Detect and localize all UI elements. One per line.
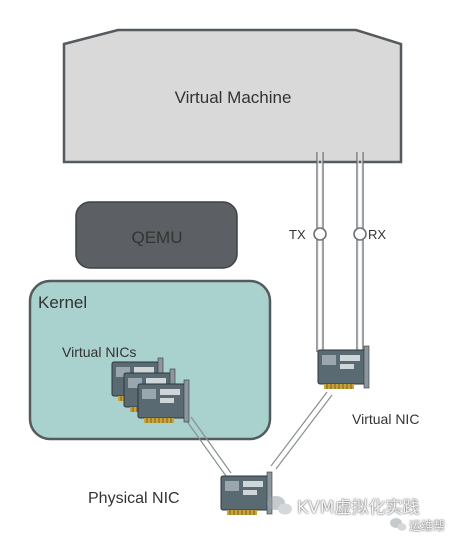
watermark-title: KVM虚拟化实践 (297, 498, 420, 518)
virtual-machine-box (62, 28, 403, 164)
kernel-to-physical-link (185, 416, 232, 477)
virtual-machine-label: Virtual Machine (175, 88, 292, 107)
kernel-label: Kernel (38, 293, 87, 312)
kernel-box (28, 279, 272, 441)
qemu-label: QEMU (132, 228, 183, 247)
rx-node (353, 227, 367, 241)
virtual-nics-label: Virtual NICs (62, 344, 136, 360)
wechat-icon (267, 496, 292, 515)
virtual-nic-card (317, 345, 370, 390)
tx-link (313, 152, 327, 352)
rx-label: RX (368, 227, 386, 242)
virtual-nic-to-physical-link (270, 391, 333, 470)
qemu-box (75, 201, 238, 269)
wechat-small-icon (390, 518, 407, 531)
physical-nic-card (220, 471, 273, 516)
virtual-nic-label: Virtual NIC (352, 411, 419, 427)
rx-link (353, 152, 367, 352)
tx-node (313, 227, 327, 241)
physical-nic-label: Physical NIC (88, 490, 180, 507)
watermark-subtitle: 运维帮 (409, 519, 446, 533)
tx-label: TX (289, 227, 306, 242)
